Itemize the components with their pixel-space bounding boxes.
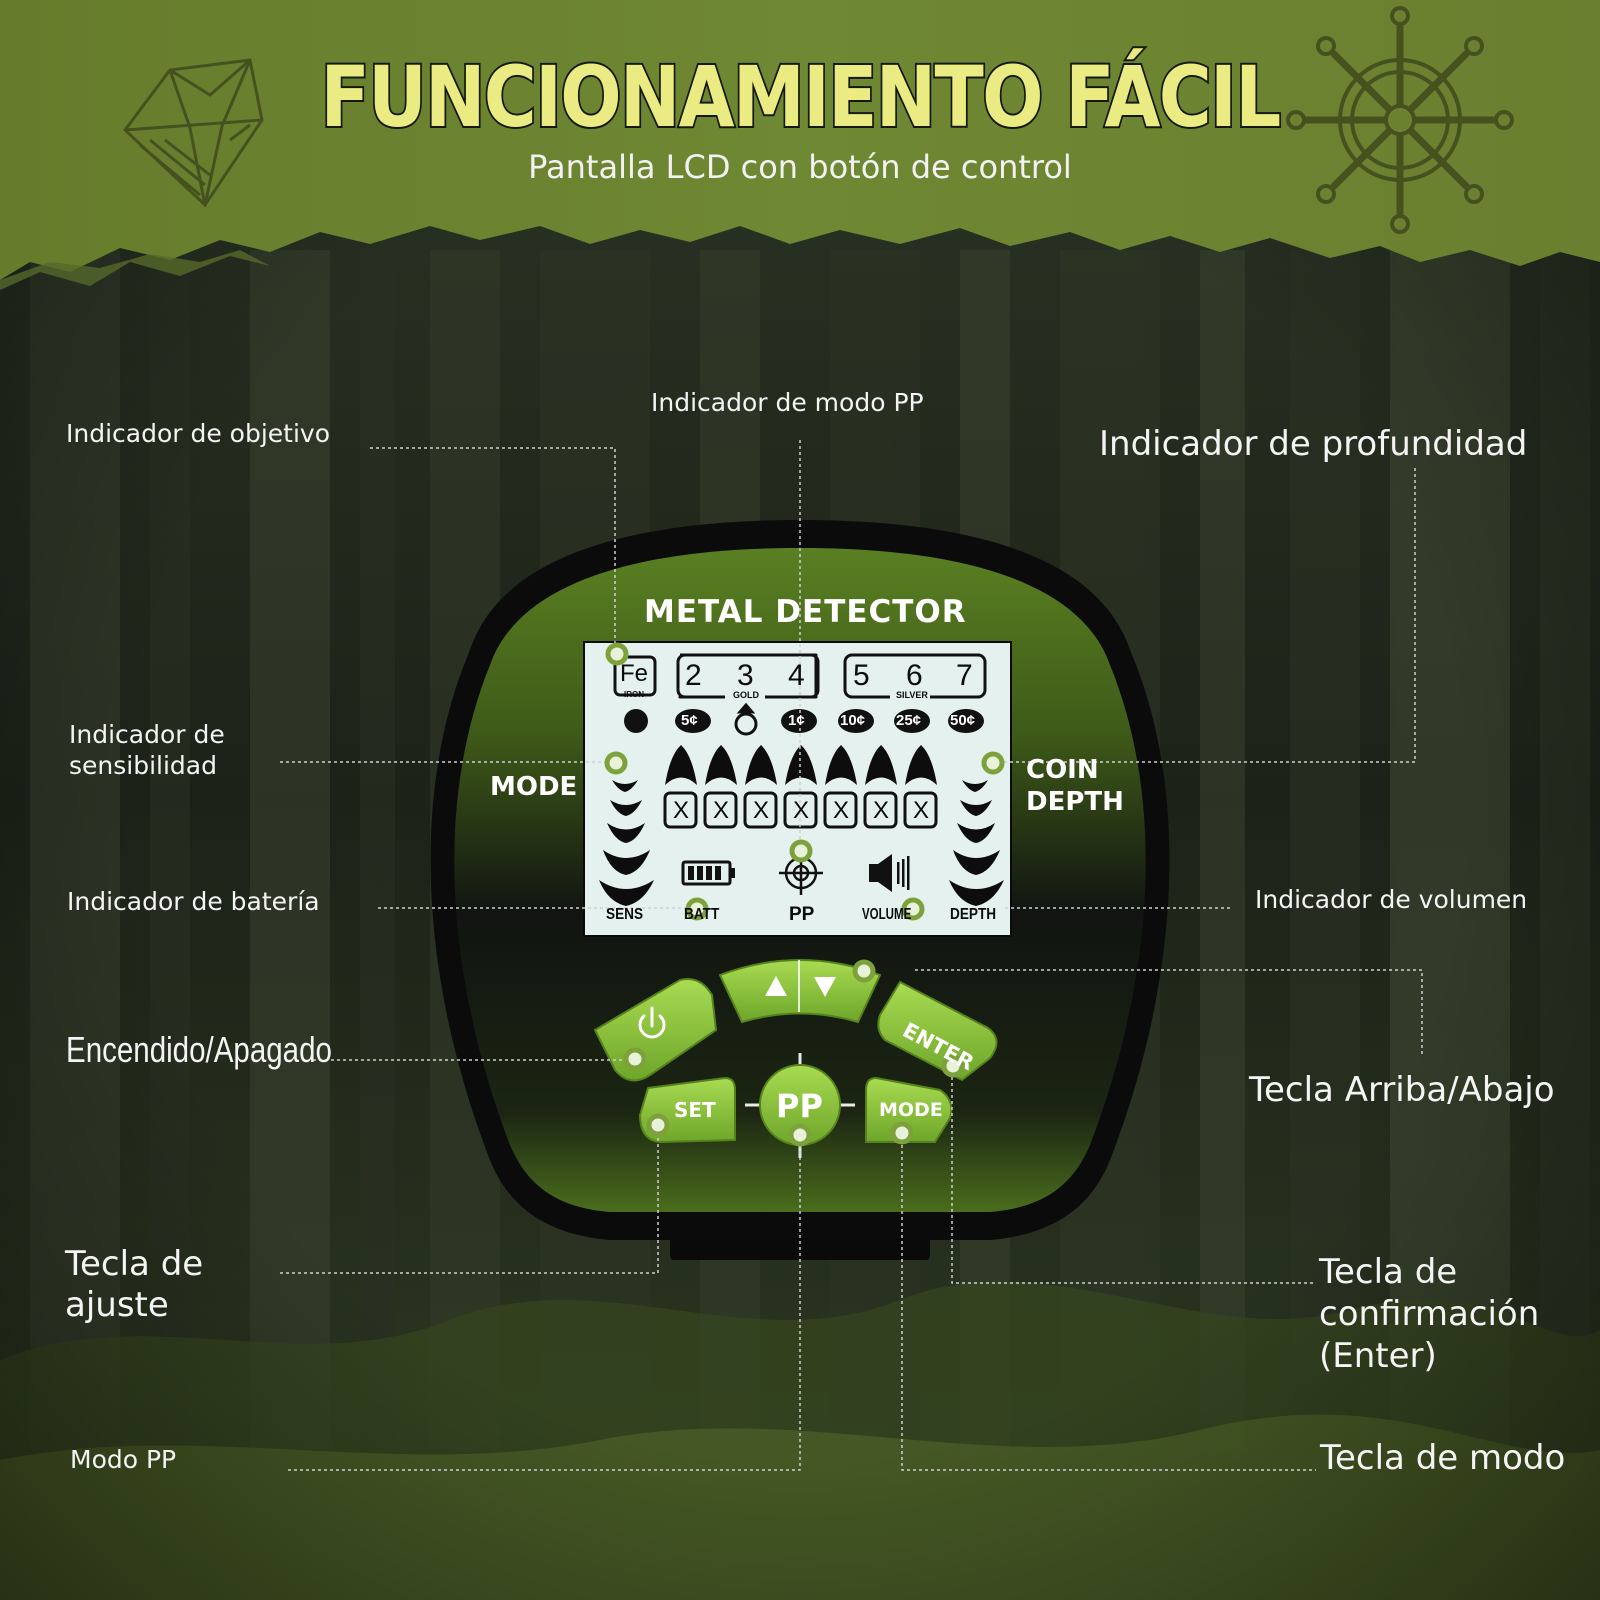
lcd-silver-7: 7 (956, 659, 973, 692)
ship-wheel-icon (1286, 6, 1514, 234)
pp-button-label: PP (776, 1087, 823, 1125)
mode-side-label: MODE (490, 772, 578, 802)
lcd-fe: Fe (620, 660, 649, 687)
callout-power: Encendido/Apagado (66, 1029, 332, 1070)
lcd-silver: SILVER (896, 690, 928, 700)
arrow-up-icon (765, 976, 787, 996)
depth-side-label: DEPTH (1026, 787, 1124, 817)
power-icon (638, 1006, 666, 1039)
lcd-gold-2: 2 (685, 659, 702, 692)
x-mark-2: X (713, 797, 730, 824)
brand-label: METAL DETECTOR (644, 594, 967, 630)
x-mark-1: X (673, 797, 690, 824)
callout-updown: Tecla Arriba/Abajo (1249, 1070, 1555, 1110)
callout-enter-2: confirmación (1319, 1294, 1540, 1334)
callout-depth: Indicador de profundidad (1099, 424, 1528, 464)
lcd-pp: PP (789, 904, 815, 925)
callout-set-1: Tecla de (65, 1244, 204, 1284)
lcd-volume: VOLUME (862, 906, 912, 923)
x-mark-6: X (873, 797, 890, 824)
page-title: FUNCIONAMIENTO FÁCIL (319, 46, 1283, 148)
callout-volume: Indicador de volumen (1255, 885, 1528, 914)
coin-25c: 25¢ (896, 712, 922, 729)
lcd-screen (583, 641, 1012, 937)
target-arch-row (665, 745, 937, 785)
coin-side-label: COIN (1026, 755, 1099, 785)
callout-sensitivity-1: Indicador de (69, 720, 225, 749)
x-mark-3: X (753, 797, 770, 824)
set-button-label: SET (674, 1098, 716, 1122)
sensitivity-bars (599, 780, 654, 906)
coin-50c: 50¢ (950, 712, 976, 729)
callout-pp-mode-indicator: Indicador de modo PP (651, 388, 924, 417)
lcd-silver-5: 5 (853, 659, 870, 692)
callout-battery: Indicador de batería (67, 887, 320, 916)
x-mark-7: X (913, 797, 930, 824)
ring-icon (734, 702, 758, 736)
callout-target: Indicador de objetivo (66, 419, 331, 448)
mode-button-label: MODE (879, 1099, 943, 1121)
depth-bars (949, 780, 1004, 906)
coin-5c: 5¢ (681, 712, 698, 729)
lcd-gold: GOLD (733, 690, 759, 700)
callout-sensitivity-2: sensibilidad (69, 751, 217, 780)
lcd-iron: IRON (624, 690, 644, 699)
pp-button[interactable] (745, 1053, 855, 1158)
lcd-gold-3: 3 (737, 659, 754, 692)
page-subtitle: Pantalla LCD con botón de control (528, 148, 1072, 186)
arrow-down-icon (814, 977, 836, 997)
diamond-icon (122, 58, 264, 208)
mode-button[interactable] (865, 1076, 953, 1143)
battery-icon (681, 860, 735, 886)
callout-enter-3: (Enter) (1319, 1336, 1437, 1376)
lcd-batt: BATT (684, 906, 720, 923)
callout-set-2: ajuste (65, 1285, 169, 1325)
callout-mode-key: Tecla de modo (1320, 1438, 1566, 1478)
lcd-depth: DEPTH (950, 906, 997, 923)
coin-icons (624, 709, 984, 733)
lcd-silver-6: 6 (906, 659, 923, 692)
callout-pp-mode: Modo PP (70, 1445, 177, 1474)
updown-button[interactable] (718, 959, 882, 1024)
speaker-icon (869, 854, 910, 892)
enter-button[interactable] (877, 980, 998, 1082)
lcd-gold-4: 4 (788, 659, 805, 692)
coin-10c: 10¢ (840, 712, 866, 729)
coin-1c: 1¢ (788, 712, 805, 729)
leader-lines (280, 440, 1423, 1471)
callout-enter-1: Tecla de (1319, 1252, 1458, 1292)
lcd-sens: SENS (606, 906, 644, 923)
x-mark-5: X (833, 797, 850, 824)
callout-dots (604, 642, 1005, 1147)
x-mark-4: X (793, 797, 810, 824)
